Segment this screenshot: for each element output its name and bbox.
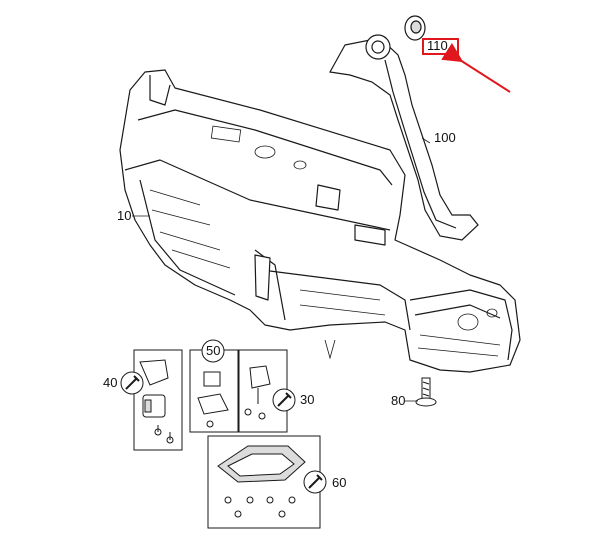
wrench-icon (272, 388, 296, 412)
label-30: 30 (300, 392, 315, 407)
label-50: 50 (206, 343, 221, 358)
part-box-40 (133, 349, 183, 451)
tank-details (149, 125, 501, 360)
wrench-icon (303, 470, 327, 494)
fuel-cap (404, 15, 426, 41)
wrench-icon (201, 339, 225, 363)
label-40: 40 (103, 375, 118, 390)
label-100: 100 (434, 130, 456, 145)
wrench-icon (120, 371, 144, 395)
bolt-80 (415, 377, 437, 407)
filler-neck-pipe (329, 34, 479, 241)
fuel-tank (119, 69, 521, 373)
highlight-box (422, 38, 459, 55)
label-10: 10 (117, 208, 132, 223)
label-60: 60 (332, 475, 347, 490)
leader-lines (132, 137, 431, 402)
label-80: 80 (391, 393, 406, 408)
highlight-arrow (441, 42, 511, 93)
part-box-60 (207, 435, 321, 529)
label-110: 110 (427, 38, 448, 53)
